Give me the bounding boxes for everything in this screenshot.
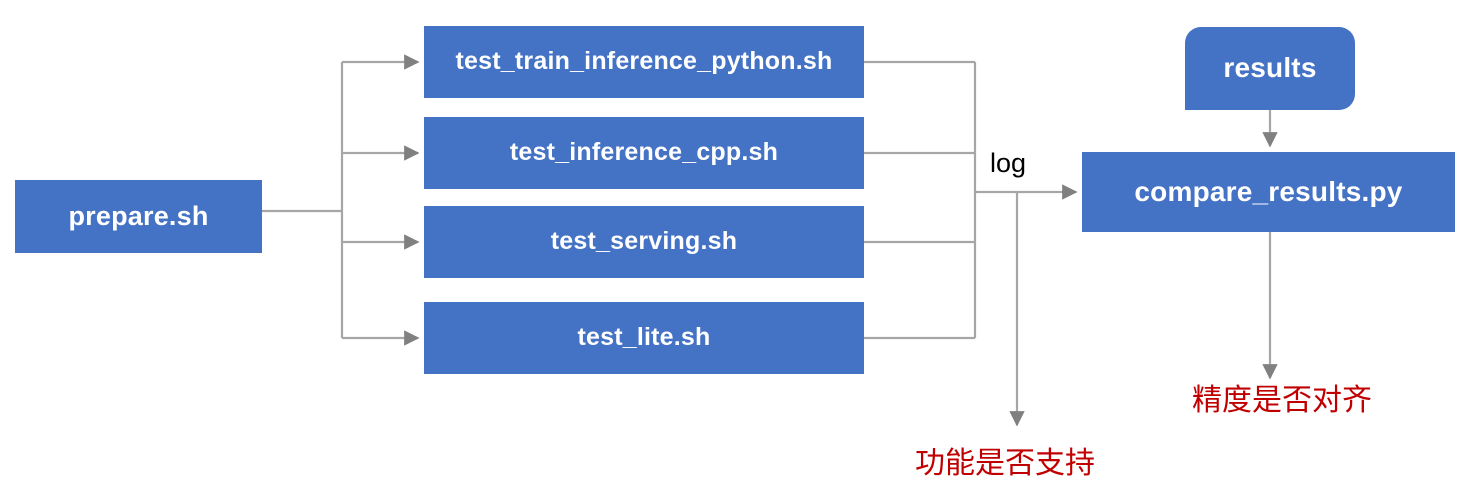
node-test-lite[interactable]: test_lite.sh xyxy=(424,302,864,374)
node-prepare-sh[interactable]: prepare.sh xyxy=(15,180,262,253)
edge-label-log: log xyxy=(990,148,1027,178)
node-compare-results-py[interactable]: compare_results.py xyxy=(1082,152,1455,232)
node-results[interactable]: results xyxy=(1185,27,1355,110)
note-accuracy-aligned: 精度是否对齐 xyxy=(1192,384,1372,417)
node-test-inference-cpp[interactable]: test_inference_cpp.sh xyxy=(424,117,864,189)
note-function-support: 功能是否支持 xyxy=(915,447,1095,480)
node-test-serving[interactable]: test_serving.sh xyxy=(424,206,864,278)
node-test-train-inference-python[interactable]: test_train_inference_python.sh xyxy=(424,26,864,98)
